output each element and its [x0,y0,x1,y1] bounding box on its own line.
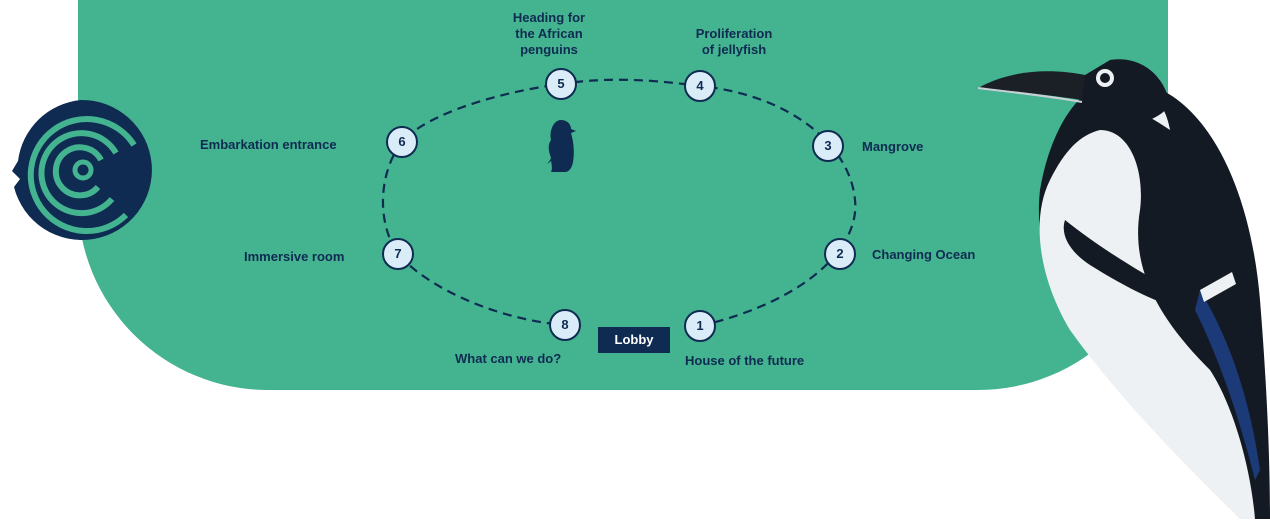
stop-3-label: Mangrove [862,139,924,154]
penguin-photo [970,40,1270,519]
stop-1-circle[interactable]: 1 [684,310,716,342]
spiral-logo-icon [6,95,156,245]
stop-8-label: What can we do? [455,351,562,366]
stop-6-circle[interactable]: 6 [386,126,418,158]
stop-2-label: Changing Ocean [872,247,976,262]
stop-1-label: House of the future [685,353,805,368]
stop-4-circle[interactable]: 4 [684,70,716,102]
stop-8-circle[interactable]: 8 [549,309,581,341]
route-panel [78,0,1168,390]
stop-4-label: Proliferation of jellyfish [695,26,773,57]
lobby-badge: Lobby [598,327,670,353]
stop-6-label: Embarkation entrance [200,137,337,152]
penguin-silhouette-icon [545,118,577,174]
stop-3-circle[interactable]: 3 [812,130,844,162]
stop-7-circle[interactable]: 7 [382,238,414,270]
stop-5-circle[interactable]: 5 [545,68,577,100]
stop-2-circle[interactable]: 2 [824,238,856,270]
stop-5-label: Heading for the African penguins [512,10,586,57]
stop-7-label: Immersive room [244,249,345,264]
